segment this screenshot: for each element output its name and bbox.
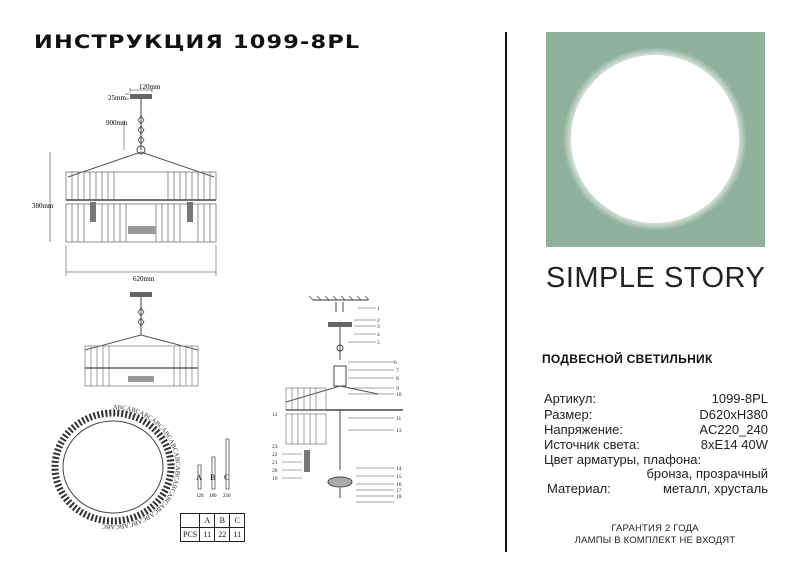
part-number: 20: [272, 468, 278, 474]
dim-canopy-width: 120mm: [139, 83, 161, 91]
brand-name: SIMPLE STORY: [546, 262, 765, 295]
crystal-c-label: C: [224, 473, 230, 482]
part-number: 14: [396, 466, 402, 472]
part-number: 5: [377, 340, 380, 346]
logo-circle-icon: [563, 47, 747, 231]
part-number: 16: [396, 482, 402, 488]
product-type: ПОДВЕСНОЙ СВЕТИЛЬНИК: [542, 352, 713, 366]
crystal-c-size: 250: [223, 494, 231, 499]
part-number: 7: [396, 368, 399, 374]
side-view-drawing: [84, 292, 199, 387]
part-number: 6: [394, 360, 397, 366]
assembly-drawing: 1 2 3 4 5 6 7 8 9 10 11 12 13 14 15 16 1…: [272, 295, 403, 503]
canopy-shape: [130, 94, 152, 99]
part-number: 18: [396, 494, 402, 500]
spec-label-color: Цвет арматуры, плафона:: [544, 452, 702, 467]
part-number: 2: [377, 318, 380, 324]
crystal-a-size: 120: [196, 494, 204, 499]
crystal-rods-top: [65, 171, 217, 201]
crystal-ring-drawing: ABCABCABCABCABCABCABCABCABCABCABCABCABCA…: [51, 405, 181, 530]
pcs-cell: 22: [214, 527, 231, 542]
pcs-table-header: A B C: [179, 513, 246, 528]
pcs-header-cell: B: [214, 513, 231, 528]
front-view-drawing: 120mm 25mm 900mm 380mm 6: [32, 83, 217, 283]
pcs-header-cell: A: [199, 513, 216, 528]
part-numbers: 1 2 3 4 5 6 7 8 9 10 11 12 13 14 15 16 1…: [272, 306, 402, 500]
lamps-note: ЛАМПЫ В КОМПЛЕКТ НЕ ВХОДЯТ: [574, 535, 736, 546]
dim-chain-length: 900mm: [106, 119, 128, 127]
part-number: 8: [396, 376, 399, 382]
spec-value-voltage: AC220_240: [699, 422, 768, 437]
part-number: 15: [396, 474, 402, 480]
part-number: 19: [272, 476, 278, 482]
spec-value-article: 1099-8PL: [711, 391, 768, 406]
spec-value-material: металл, хрусталь: [662, 481, 768, 496]
dim-width: 620mm: [133, 275, 155, 283]
crystal-b-size: 180: [209, 494, 217, 499]
pcs-header-cell: C: [229, 513, 246, 528]
part-number: 13: [396, 428, 402, 434]
brand-logo: [546, 32, 765, 247]
part-number: 1: [377, 306, 380, 312]
instruction-title: ИНСТРУКЦИЯ 1099-8PL: [34, 31, 361, 53]
pcs-cell: 11: [199, 527, 216, 542]
dim-height: 380mm: [32, 202, 54, 210]
brand-name-part2: STORY: [663, 262, 766, 294]
pcs-table-row: PCS 11 22 11: [179, 527, 246, 542]
spec-label-article: Артикул:: [544, 391, 597, 406]
pcs-cell: 11: [229, 527, 246, 542]
spec-value-size: D620xH380: [699, 407, 768, 422]
page-divider: [505, 32, 507, 552]
crystal-rods-bottom: [65, 203, 217, 243]
part-number: 10: [396, 392, 402, 398]
pcs-header-cell: [179, 513, 201, 528]
spec-label-light-source: Источник света:: [544, 437, 640, 452]
part-number: 3: [377, 324, 380, 330]
spec-value-light-source: 8xE14 40W: [700, 437, 768, 452]
warranty-note: ГАРАНТИЯ 2 ГОДА: [611, 523, 699, 534]
crystal-b-label: B: [210, 473, 216, 482]
spec-label-voltage: Напряжение:: [544, 422, 623, 437]
brand-name-part1: SIMPLE: [546, 262, 656, 294]
part-number: 22: [272, 452, 278, 458]
part-number: 23: [272, 444, 278, 450]
spec-label-material: Материал:: [547, 481, 611, 496]
spec-label-size: Размер:: [544, 407, 593, 422]
part-number: 21: [272, 460, 278, 466]
part-number: 12: [272, 412, 278, 418]
crystal-types-drawing: 120 180 250: [196, 438, 231, 499]
part-number: 4: [377, 332, 380, 338]
dim-canopy-height: 25mm: [108, 94, 126, 102]
part-number: 11: [396, 416, 402, 422]
spec-value-color: бронза, прозрачный: [646, 466, 768, 481]
pcs-table: A B C PCS 11 22 11: [179, 513, 246, 542]
part-number: 17: [396, 488, 402, 494]
crystal-a-label: A: [196, 473, 202, 482]
part-number: 9: [396, 386, 399, 392]
pcs-cell: PCS: [179, 527, 201, 542]
